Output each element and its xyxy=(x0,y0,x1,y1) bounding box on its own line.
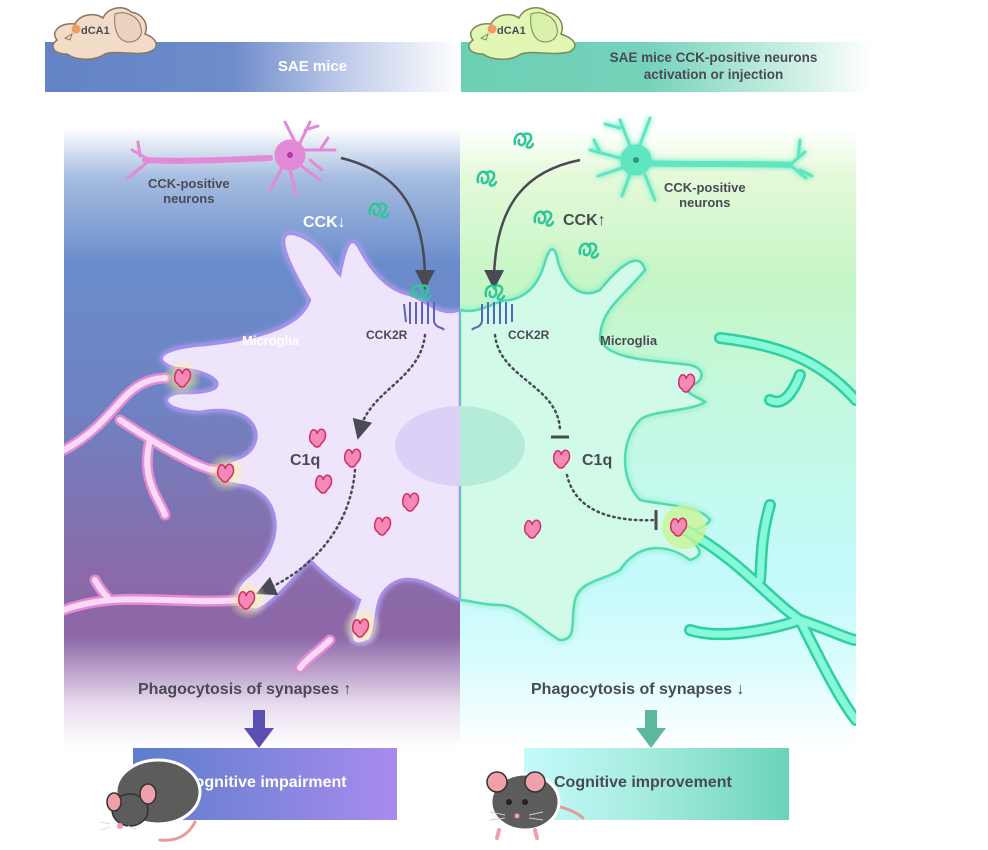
c1q-protein xyxy=(237,590,256,610)
c1q-protein xyxy=(401,492,420,512)
inhibition-path-c1q-to-synapse-right xyxy=(565,473,657,522)
neuron-label-left-line2: neurons xyxy=(163,191,215,206)
receptor-label-right: CCK2R xyxy=(508,328,550,342)
cck2r-receptor-left xyxy=(403,302,445,331)
brain-label-left: dCA1 xyxy=(81,25,110,37)
c1q-protein xyxy=(216,463,235,483)
mouse-icon-improved xyxy=(486,771,585,840)
brain-icon-right: dCA1 xyxy=(468,6,576,60)
cck-neuron-left xyxy=(126,120,337,197)
mouse-icon-impaired xyxy=(100,758,202,842)
arrow-up-icon: ↑ xyxy=(597,212,606,229)
arrow-up-icon: ↑ xyxy=(343,681,352,698)
c1q-protein xyxy=(373,516,392,536)
c1q-protein xyxy=(308,428,327,448)
cck-label-right: CCK xyxy=(563,212,598,229)
cck-peptide xyxy=(533,210,555,227)
arrow-down-icon: ↓ xyxy=(337,214,346,231)
header-title-right: SAE mice CCK-positive neurons activation… xyxy=(556,49,871,83)
c1q-protein xyxy=(677,373,696,393)
microglia-label-left: Microglia xyxy=(242,333,300,348)
signal-path-receptor-to-c1q-left xyxy=(352,333,427,440)
c1q-protein xyxy=(669,517,688,537)
microglia-right xyxy=(460,248,712,642)
cck-release-arrow-right xyxy=(484,158,581,290)
neuron-label-right: CCK-positive neurons xyxy=(664,180,746,210)
c1q-protein xyxy=(351,618,370,638)
inhibition-path-receptor-to-c1q-right xyxy=(493,333,562,434)
phagocytosis-text-right: Phagocytosis of synapses xyxy=(531,681,732,698)
header-title-right-line2: activation or injection xyxy=(643,67,784,82)
neuron-label-right-line1: CCK-positive xyxy=(664,180,746,195)
brain-label-right: dCA1 xyxy=(497,25,526,37)
neuron-label-right-line2: neurons xyxy=(679,195,731,210)
synaptic-dendrites-right xyxy=(679,332,856,726)
outcome-label-right: Cognitive improvement xyxy=(554,774,732,791)
brain-icon-left: dCA1 xyxy=(52,6,157,60)
dca1-marker xyxy=(71,24,81,34)
cck-peptides xyxy=(368,132,600,301)
c1q-protein xyxy=(343,448,362,468)
phagocytosis-label-left: Phagocytosis of synapses ↑ xyxy=(138,681,351,699)
cck-level-left: CCK↓ xyxy=(303,214,346,232)
cck-peptide xyxy=(578,242,600,259)
microglia-label-right: Microglia xyxy=(600,333,658,348)
outcome-arrow-right xyxy=(636,710,666,748)
cck-neuron-right xyxy=(588,116,814,202)
cck-release-arrow-left xyxy=(340,156,435,290)
outcome-label-left: Cognitive impairment xyxy=(183,774,347,791)
dca1-marker xyxy=(487,24,497,34)
phagocytosis-text-left: Phagocytosis of synapses xyxy=(138,681,339,698)
phagocytosis-label-right: Phagocytosis of synapses ↓ xyxy=(531,681,744,699)
neuron-label-left-line1: CCK-positive xyxy=(148,176,230,191)
cck-label-left: CCK xyxy=(303,214,338,231)
cck-peptide xyxy=(410,284,432,301)
c1q-protein xyxy=(314,474,333,494)
c1q-protein xyxy=(173,368,192,388)
cck-peptide xyxy=(368,202,390,219)
c1q-label-left: C1q xyxy=(290,452,321,469)
header-title-right-line1: SAE mice CCK-positive neurons xyxy=(609,50,818,65)
cck-peptide xyxy=(476,170,498,187)
c1q-protein xyxy=(523,519,542,539)
header-title-left: SAE mice xyxy=(277,58,348,75)
c1q-proteins xyxy=(173,368,696,638)
signal-path-c1q-to-synapse-left xyxy=(255,468,357,596)
outcome-arrow-left xyxy=(244,710,274,748)
c1q-protein xyxy=(552,449,571,469)
arrow-down-icon: ↓ xyxy=(736,681,745,698)
neuron-label-left: CCK-positive neurons xyxy=(148,176,230,206)
c1q-label-right: C1q xyxy=(582,452,613,469)
cck-peptide xyxy=(484,284,506,301)
synaptic-dendrites-left xyxy=(64,372,336,674)
cck-peptide xyxy=(513,132,535,149)
cck2r-receptor-right xyxy=(471,302,513,331)
cck-level-right: CCK↑ xyxy=(563,212,606,230)
receptor-label-left: CCK2R xyxy=(366,328,408,342)
